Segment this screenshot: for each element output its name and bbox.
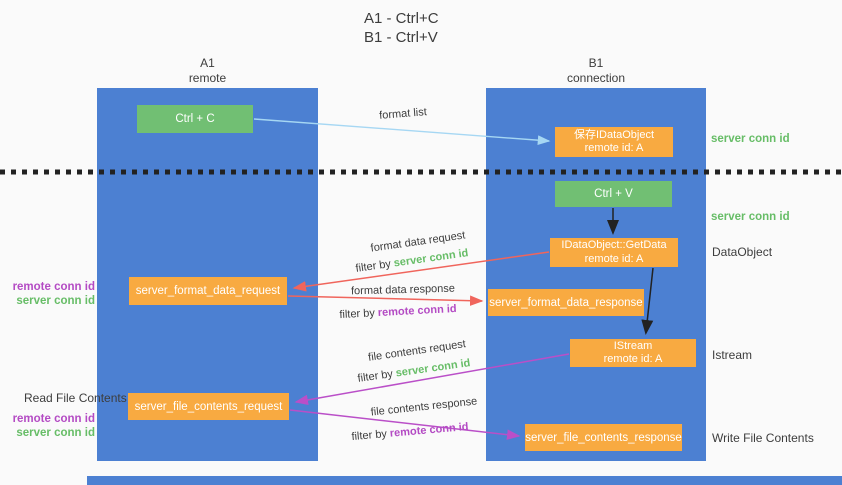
file-contents-response-arrow (289, 409, 521, 440)
format-data-request-arrow (292, 251, 550, 292)
right-column-header: B1 connection (486, 56, 706, 86)
read-file-contents-label: Read File Contents (24, 391, 127, 405)
left-column-header: A1 remote (97, 56, 318, 86)
server-file-contents-response-label: server_file_contents_response (525, 431, 682, 444)
istream-line1: IStream (613, 339, 653, 352)
left-column-subtitle: remote (188, 71, 227, 85)
server-conn-id-side-label-top: server conn id (711, 133, 790, 145)
title-line-1: A1 - Ctrl+C (364, 10, 439, 27)
server-format-data-request-label: server_format_data_request (135, 285, 281, 297)
server-format-data-request-node: server_format_data_request (129, 277, 287, 305)
istream-side-label: Istream (712, 348, 753, 362)
istream-line2: remote id: A (603, 353, 663, 365)
server-format-data-response-label: server_format_data_response (489, 296, 643, 309)
write-file-contents-label: Write File Contents (712, 431, 814, 445)
getdata-to-istream-arrow (641, 267, 654, 335)
conn-id-pair-1: remote conn id server conn id (0, 280, 95, 308)
right-column-subtitle: connection (566, 71, 626, 85)
istream-node: IStream remote id: A (570, 339, 696, 367)
ctrl-c-node: Ctrl + C (137, 105, 253, 133)
left-column-name: A1 (200, 56, 215, 70)
dataobject-side-label: DataObject (712, 245, 773, 259)
remote-conn-id-label: remote conn id (12, 281, 95, 293)
format-data-response-arrow (287, 295, 484, 306)
save-dataobject-line2: remote id: A (584, 142, 644, 154)
format-list-arrow (253, 118, 551, 146)
right-column-name: B1 (588, 56, 604, 70)
getdata-line2: remote id: A (584, 252, 644, 265)
save-dataobject-node: 保存IDataObject remote id: A (555, 127, 673, 157)
getdata-node: IDataObject::GetData remote id: A (550, 238, 678, 267)
server-format-data-response-node: server_format_data_response (488, 289, 644, 316)
save-dataobject-line1: 保存IDataObject (573, 128, 655, 141)
server-conn-id-label: server conn id (16, 427, 95, 439)
ctrl-v-label: Ctrl + V (594, 188, 633, 200)
filter-by-text: filter by (339, 307, 376, 322)
server-conn-id-side-label-mid: server conn id (711, 211, 790, 223)
title-line-2: B1 - Ctrl+V (364, 29, 438, 46)
server-file-contents-response-node: server_file_contents_response (525, 424, 682, 451)
server-conn-id-label: server conn id (16, 295, 95, 307)
remote-conn-id-label: remote conn id (12, 413, 95, 425)
file-contents-request-arrow (294, 353, 570, 406)
diagram-title: A1 - Ctrl+C B1 - Ctrl+V (364, 9, 439, 47)
getdata-line1: IDataObject::GetData (561, 239, 667, 251)
ctrl-c-label: Ctrl + C (175, 113, 215, 125)
server-file-contents-request-node: server_file_contents_request (128, 393, 289, 420)
next-section-edge (87, 476, 842, 485)
conn-id-pair-2: remote conn id server conn id (0, 412, 95, 440)
ctrl-v-node: Ctrl + V (555, 181, 672, 207)
server-file-contents-request-label: server_file_contents_request (134, 400, 283, 413)
